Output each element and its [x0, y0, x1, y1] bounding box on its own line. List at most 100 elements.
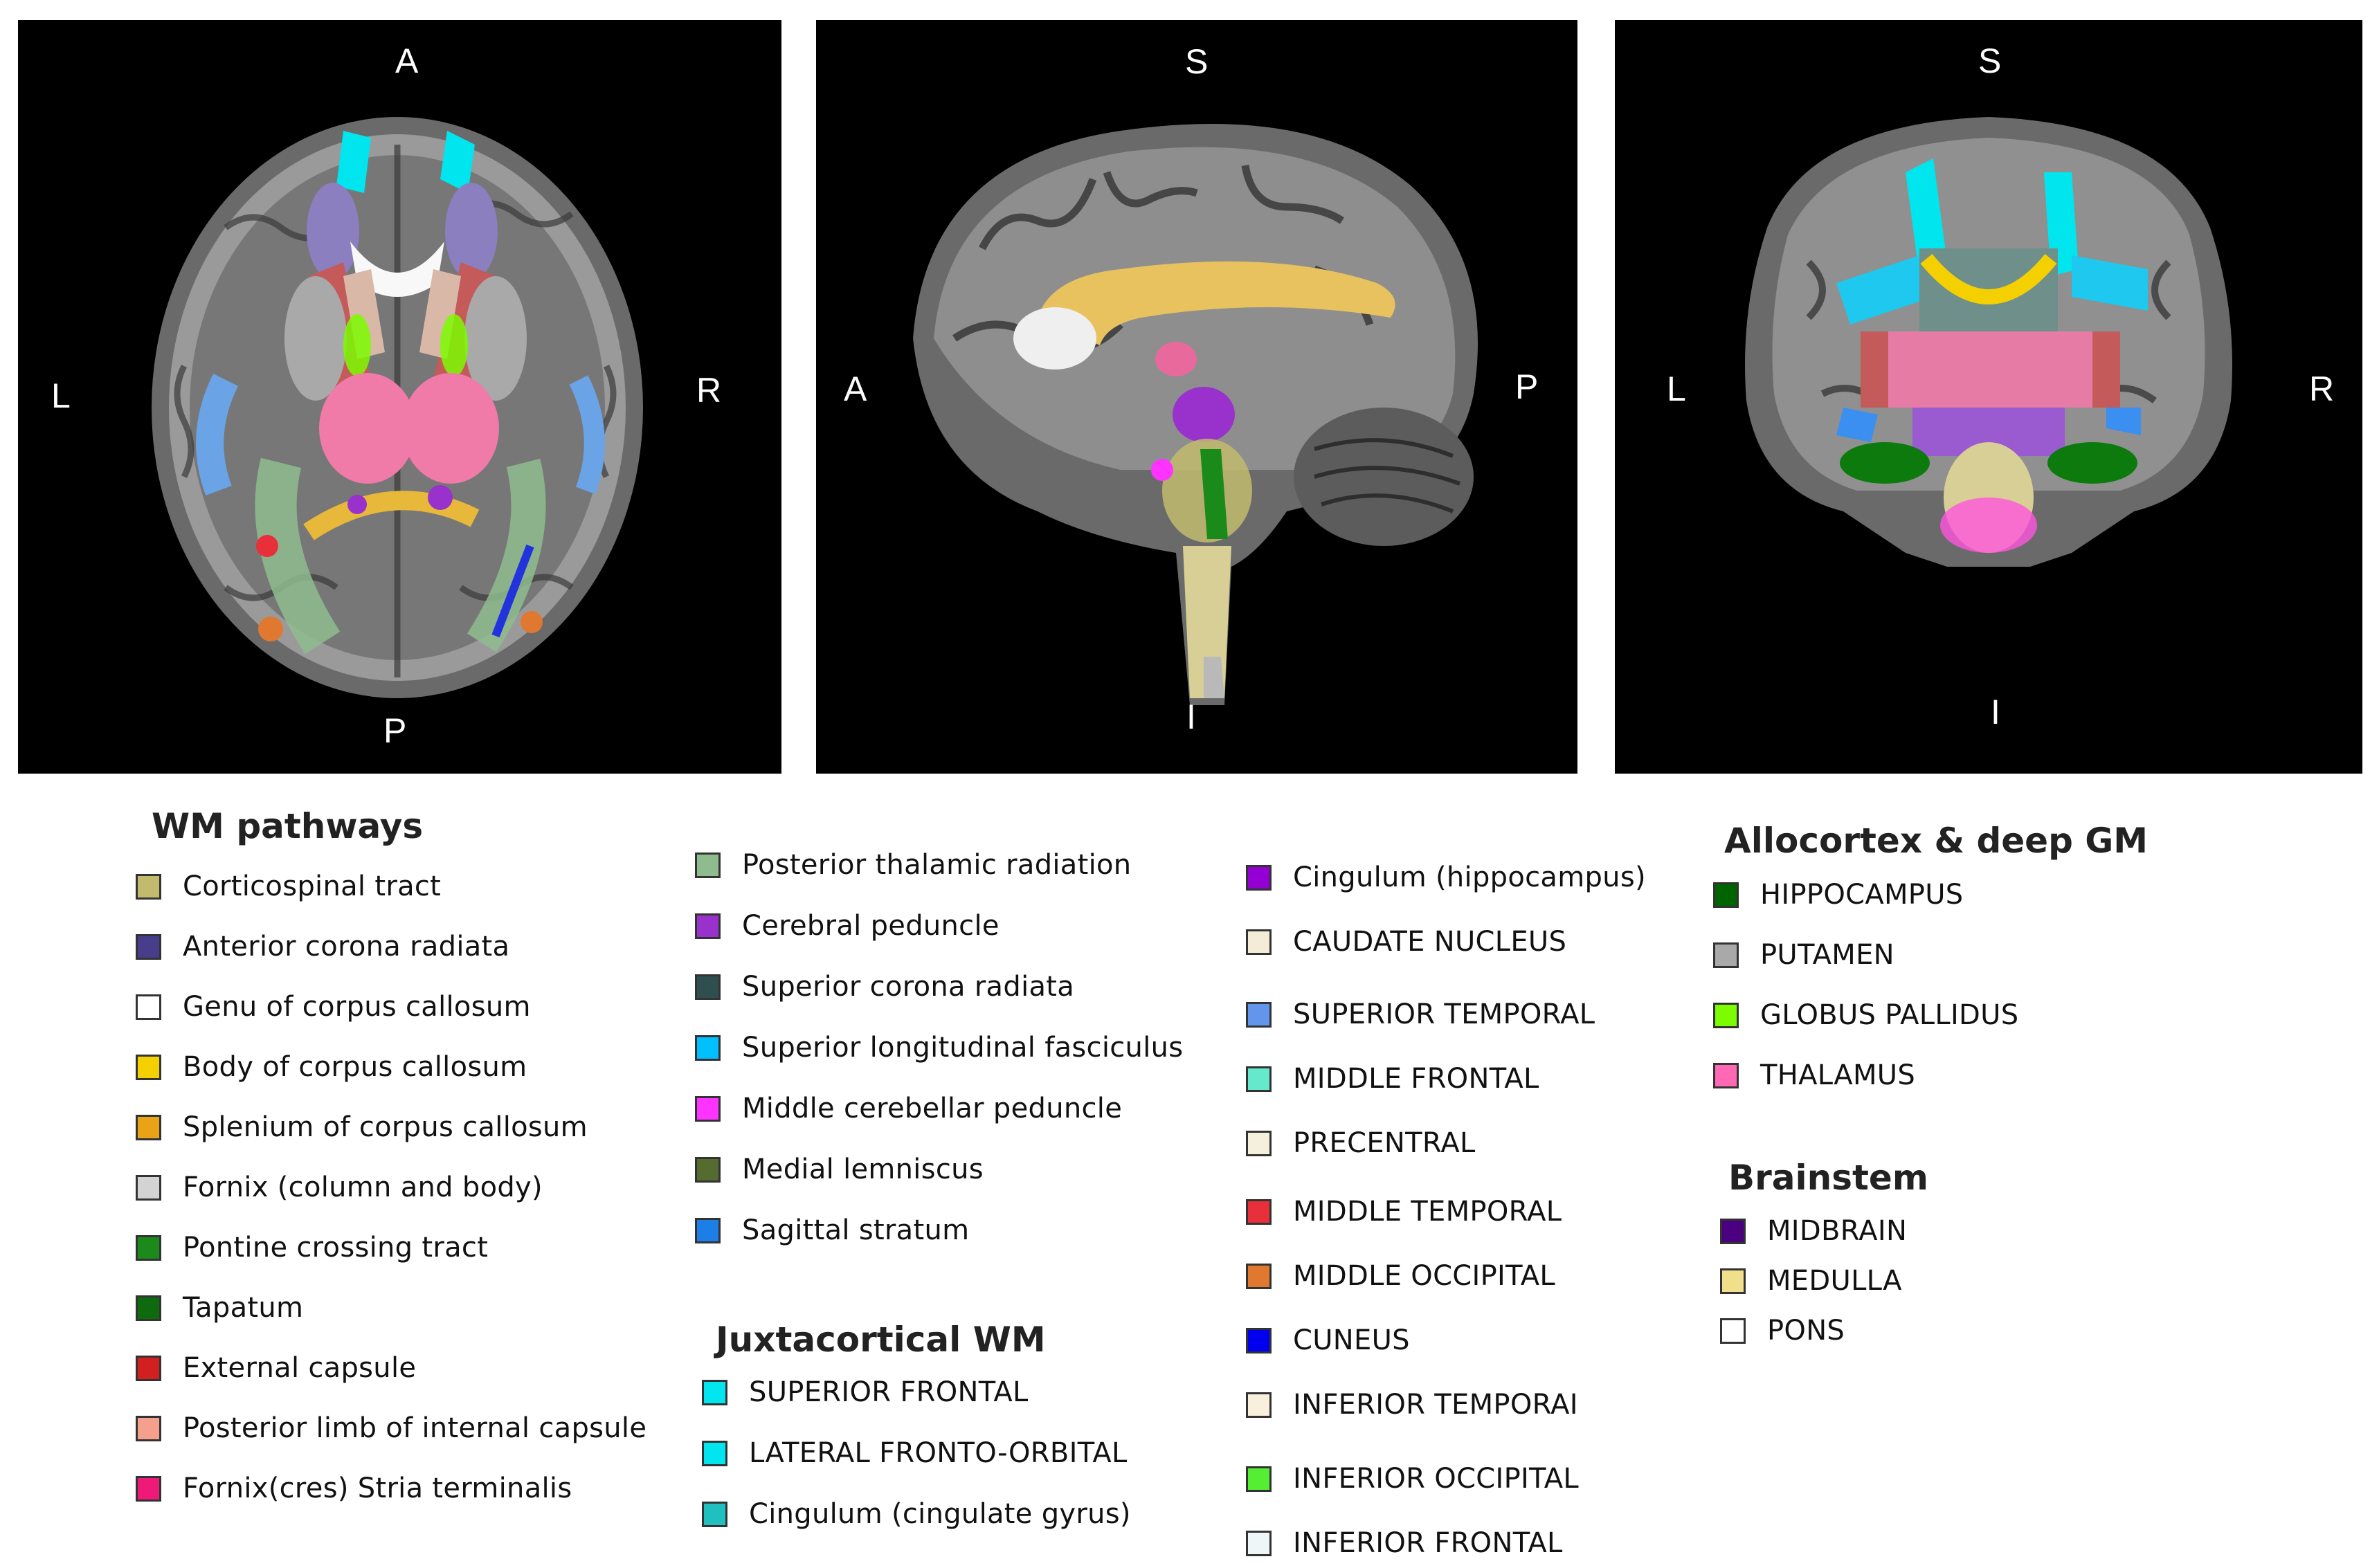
legend-swatch	[136, 1234, 161, 1261]
legend-swatch	[695, 852, 721, 878]
legend-item-label: Posterior limb of internal capsule	[183, 1412, 647, 1444]
legend-swatch	[1720, 1268, 1746, 1294]
sagittal-label-bottom: I	[1186, 698, 1196, 736]
legend-item: SUPERIOR FRONTAL	[702, 1371, 1029, 1413]
legend-item-label: MIDDLE FRONTAL	[1293, 1063, 1539, 1095]
legend-item: Corticospinal tract	[136, 866, 441, 907]
legend-swatch	[136, 873, 161, 900]
axial-label-bottom: P	[383, 711, 407, 750]
legend-item: MIDDLE TEMPORAL	[1246, 1191, 1562, 1232]
legend-heading-brainstem: Brainstem	[1728, 1158, 1928, 1198]
sagittal-label-left: A	[844, 370, 867, 408]
legend-swatch	[1713, 942, 1739, 968]
sagittal-label-top: S	[1185, 42, 1209, 81]
legend-swatch	[1246, 1263, 1272, 1289]
legend-item: Cingulum (cingulate gyrus)	[702, 1493, 1131, 1535]
legend-item-label: Cerebral peduncle	[742, 910, 999, 942]
axial-label-right: R	[696, 371, 722, 410]
legend-item-label: CAUDATE NUCLEUS	[1293, 926, 1567, 958]
legend-swatch	[1720, 1218, 1746, 1244]
legend-swatch	[1246, 1066, 1272, 1092]
legend-swatch	[1713, 1002, 1739, 1028]
legend-swatch	[1246, 864, 1272, 891]
legend-swatch	[1713, 882, 1739, 908]
legend-item: External capsule	[136, 1347, 416, 1389]
legend-swatch	[702, 1501, 727, 1527]
legend-item-label: SUPERIOR FRONTAL	[749, 1376, 1029, 1408]
legend-swatch	[702, 1440, 727, 1466]
legend-item: Pontine crossing tract	[136, 1227, 488, 1268]
legend-swatch	[695, 1156, 721, 1183]
legend-item-label: Pontine crossing tract	[183, 1232, 489, 1264]
legend-item: INFERIOR OCCIPITAL	[1246, 1458, 1579, 1499]
legend-swatch	[136, 1475, 161, 1502]
legend-item-label: INFERIOR OCCIPITAL	[1293, 1463, 1580, 1495]
legend-item-label: INFERIOR FRONTAL	[1293, 1527, 1563, 1559]
legend-swatch	[136, 933, 161, 960]
legend-item-label: External capsule	[183, 1352, 417, 1384]
legend-swatch	[1246, 1530, 1272, 1556]
legend-heading-allocortex: Allocortex & deep GM	[1724, 821, 2149, 861]
legend-item-label: Medial lemniscus	[742, 1154, 984, 1185]
legend-swatch	[695, 1095, 721, 1122]
legend-item: THALAMUS	[1713, 1055, 1915, 1096]
legend-swatch	[695, 1034, 721, 1061]
axial-view-panel: A P L R	[18, 20, 781, 774]
legend-item-label: Cingulum (hippocampus)	[1293, 862, 1646, 893]
legend-item-label: Superior longitudinal fasciculus	[742, 1032, 1184, 1064]
legend-item-label: PUTAMEN	[1760, 939, 1894, 971]
legend-item-label: Anterior corona radiata	[183, 931, 510, 963]
legend-swatch	[1246, 1327, 1272, 1353]
legend-item: Fornix(cres) Stria terminalis	[136, 1468, 572, 1509]
legend-item: MEDULLA	[1720, 1260, 1902, 1302]
legend-swatch	[136, 1355, 161, 1381]
coronal-view-panel: S I L R	[1615, 20, 2362, 774]
legend-item: Sagittal stratum	[695, 1210, 969, 1251]
legend-swatch	[136, 1295, 161, 1321]
legend-swatch	[1246, 1198, 1272, 1225]
legend-swatch	[136, 1054, 161, 1080]
legend-swatch	[136, 994, 161, 1020]
legend-item-label: PONS	[1767, 1315, 1845, 1347]
legend-swatch	[695, 913, 721, 939]
legend-item-label: GLOBUS PALLIDUS	[1760, 999, 2019, 1031]
legend-item: Fornix (column and body)	[136, 1167, 543, 1208]
legend-swatch	[1246, 1001, 1272, 1028]
legend-item-label: Body of corpus callosum	[183, 1051, 527, 1083]
legend-item: Anterior corona radiata	[136, 926, 509, 967]
legend-item-label: PRECENTRAL	[1293, 1127, 1476, 1159]
legend-swatch	[695, 1217, 721, 1243]
legend-item-label: Sagittal stratum	[742, 1214, 970, 1246]
legend-item: Genu of corpus callosum	[136, 986, 531, 1028]
legend-item-label: Fornix(cres) Stria terminalis	[183, 1473, 572, 1504]
legend-swatch	[1720, 1318, 1746, 1344]
legend-swatch	[1246, 1392, 1272, 1418]
legend-item: Superior longitudinal fasciculus	[695, 1027, 1183, 1068]
legend-swatch	[1713, 1062, 1739, 1088]
coronal-label-top: S	[1978, 42, 2002, 80]
legend-item: SUPERIOR TEMPORAL	[1246, 994, 1595, 1035]
legend-swatch	[702, 1379, 727, 1405]
legend-item-label: Fornix (column and body)	[183, 1172, 543, 1203]
legend-item: GLOBUS PALLIDUS	[1713, 994, 2018, 1036]
coronal-brain-image	[1745, 117, 2232, 567]
legend-item-label: SUPERIOR TEMPORAL	[1293, 999, 1595, 1030]
legend-item: Posterior thalamic radiation	[695, 844, 1131, 886]
legend-item: PRECENTRAL	[1246, 1122, 1476, 1164]
legend-swatch	[695, 974, 721, 1000]
coronal-label-left: L	[1667, 370, 1686, 408]
legend-swatch	[1246, 1466, 1272, 1492]
axial-brain-image	[152, 117, 643, 698]
legend-item-label: THALAMUS	[1760, 1059, 1916, 1091]
legend-item-label: Superior corona radiata	[742, 971, 1075, 1003]
legend-item: MIDDLE FRONTAL	[1246, 1058, 1539, 1100]
legend-item: CAUDATE NUCLEUS	[1246, 921, 1566, 963]
legend-swatch	[136, 1415, 161, 1441]
legend-item: INFERIOR FRONTAL	[1246, 1522, 1563, 1564]
sagittal-view-panel: S I A P	[816, 20, 1577, 774]
sagittal-label-right: P	[1515, 367, 1539, 406]
legend-item-label: HIPPOCAMPUS	[1760, 879, 1964, 911]
legend-item-label: Posterior thalamic radiation	[742, 849, 1132, 881]
legend-item: CUNEUS	[1246, 1320, 1410, 1361]
legend-item-label: Corticospinal tract	[183, 870, 442, 902]
